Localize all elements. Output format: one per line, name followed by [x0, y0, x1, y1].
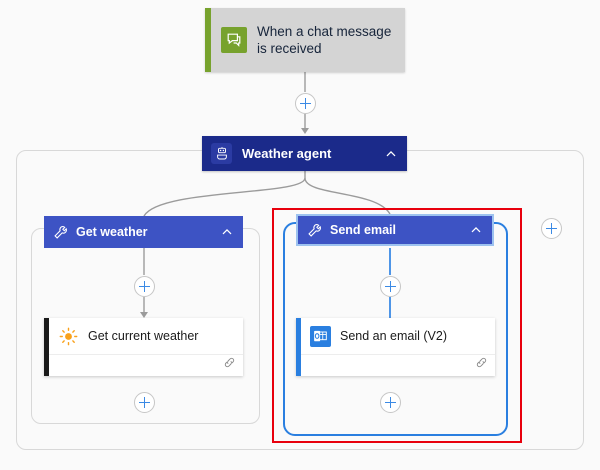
chevron-up-icon[interactable]: [384, 147, 398, 161]
action-label-get-current-weather: Get current weather: [88, 329, 199, 343]
agent-label: Weather agent: [242, 146, 332, 161]
branch-header-get-weather[interactable]: Get weather: [44, 216, 243, 248]
add-in-get-weather-button[interactable]: [134, 276, 155, 297]
agent-node[interactable]: Weather agent: [202, 136, 407, 171]
trigger-label: When a chat message is received: [257, 24, 392, 56]
robot-icon: [211, 143, 232, 164]
action-card-header: Get current weather: [49, 318, 243, 355]
wrench-icon: [307, 223, 321, 237]
action-card-footer: [301, 355, 495, 375]
action-card-send-an-email[interactable]: Send an email (V2): [296, 318, 495, 376]
add-branch-button[interactable]: [541, 218, 562, 239]
action-label-send-an-email: Send an email (V2): [340, 329, 448, 343]
add-end-get-weather-button[interactable]: [134, 392, 155, 413]
add-in-send-email-button[interactable]: [380, 276, 401, 297]
action-card-footer: [49, 355, 243, 375]
add-after-trigger-button[interactable]: [295, 93, 316, 114]
sun-icon: [58, 326, 79, 347]
chevron-up-icon[interactable]: [469, 223, 483, 237]
chevron-up-icon[interactable]: [220, 225, 234, 239]
trigger-card[interactable]: When a chat message is received: [205, 8, 405, 72]
add-end-send-email-button[interactable]: [380, 392, 401, 413]
outlook-icon: [310, 325, 331, 347]
link-icon[interactable]: [223, 356, 236, 374]
wrench-icon: [53, 225, 67, 239]
action-card-header: Send an email (V2): [301, 318, 495, 355]
link-icon[interactable]: [475, 356, 488, 374]
selection-highlight-rect: [272, 208, 522, 443]
branch-header-send-email[interactable]: Send email: [296, 214, 494, 246]
action-card-get-current-weather[interactable]: Get current weather: [44, 318, 243, 376]
branch-title-send-email: Send email: [330, 223, 396, 237]
chat-bubble-icon: [221, 27, 247, 53]
branch-title-get-weather: Get weather: [76, 225, 148, 239]
